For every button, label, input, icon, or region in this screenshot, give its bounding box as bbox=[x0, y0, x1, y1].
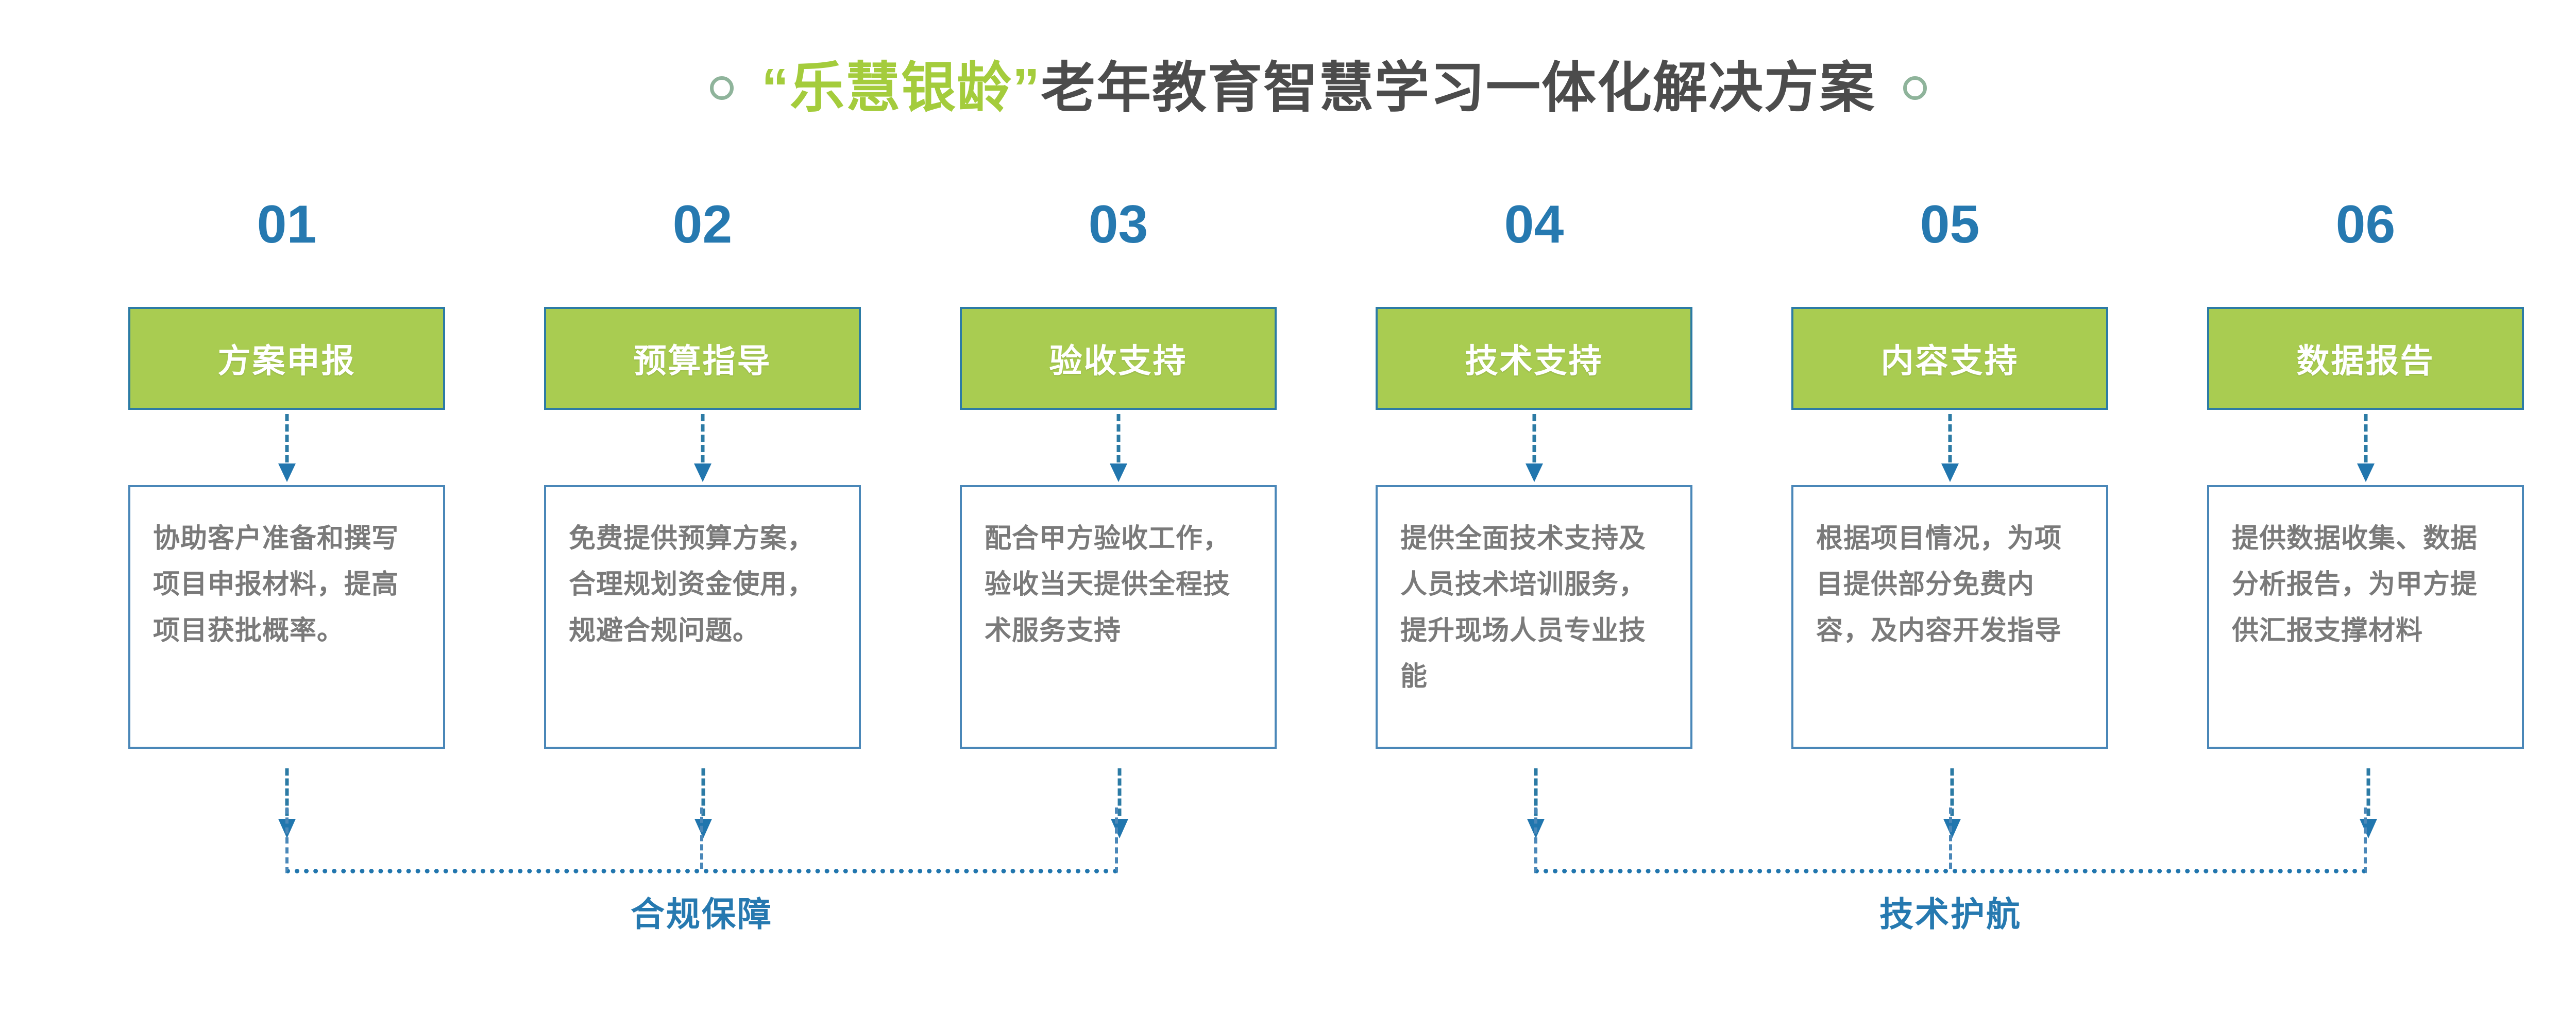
step-body-text: 提供全面技术支持及人员技术培训服务，提升现场人员专业技能 bbox=[1400, 524, 1647, 692]
process-step-05: 05 内容支持 根据项目情况，为项目提供部分免费内容，及内容开发指导 bbox=[1789, 196, 2111, 767]
down-arrow-icon bbox=[2357, 410, 2375, 485]
step-body-text: 提供数据收集、数据分析报告，为甲方提供汇报支撑材料 bbox=[2232, 524, 2478, 646]
step-number: 02 bbox=[672, 195, 733, 254]
page-title: “乐慧银龄”老年教育智慧学习一体化解决方案 bbox=[761, 58, 1875, 118]
process-step-04: 04 技术支持 提供全面技术支持及人员技术培训服务，提升现场人员专业技能 bbox=[1373, 196, 1695, 767]
group-label-technology: 技术护航 bbox=[1879, 895, 2022, 933]
bracket-middle-tick bbox=[700, 807, 703, 869]
step-header-label: 验收支持 bbox=[1049, 342, 1188, 380]
step-body-text: 协助客户准备和撰写项目申报材料，提高项目获批概率。 bbox=[153, 524, 399, 646]
step-body-box: 免费提供预算方案，合理规划资金使用，规避合规问题。 bbox=[544, 485, 861, 749]
process-step-02: 02 预算指导 免费提供预算方案，合理规划资金使用，规避合规问题。 bbox=[541, 196, 863, 767]
step-header-box[interactable]: 技术支持 bbox=[1376, 307, 1692, 410]
step-number: 01 bbox=[257, 195, 317, 254]
page-title-bar: “乐慧银龄”老年教育智慧学习一体化解决方案 bbox=[0, 49, 2576, 127]
down-arrow-icon-05 bbox=[1943, 768, 1961, 840]
step-header-box[interactable]: 预算指导 bbox=[544, 307, 861, 410]
down-arrow-icon bbox=[1109, 410, 1127, 485]
step-number: 03 bbox=[1088, 195, 1148, 254]
step-number: 04 bbox=[1504, 195, 1564, 254]
step-header-label: 内容支持 bbox=[1880, 342, 2019, 380]
down-arrow-icon bbox=[693, 410, 711, 485]
down-arrow-icon-03 bbox=[1111, 768, 1128, 840]
process-steps-grid: 01 方案申报 协助客户准备和撰写项目申报材料，提高项目获批概率。 02 预算指… bbox=[126, 196, 2527, 767]
step-body-box: 提供全面技术支持及人员技术培训服务，提升现场人员专业技能 bbox=[1376, 485, 1692, 749]
step-header-box[interactable]: 方案申报 bbox=[128, 307, 445, 410]
step-body-box: 协助客户准备和撰写项目申报材料，提高项目获批概率。 bbox=[128, 485, 445, 749]
bracket-middle-tick bbox=[1949, 807, 1952, 869]
step-body-box: 配合甲方验收工作，验收当天提供全程技术服务支持 bbox=[960, 485, 1277, 749]
process-step-06: 06 数据报告 提供数据收集、数据分析报告，为甲方提供汇报支撑材料 bbox=[2205, 196, 2527, 767]
step-header-label: 方案申报 bbox=[217, 342, 356, 380]
step-number: 05 bbox=[1920, 195, 1980, 254]
step-header-label: 数据报告 bbox=[2296, 342, 2435, 380]
down-arrow-icon-06 bbox=[2360, 768, 2377, 840]
step-body-box: 提供数据收集、数据分析报告，为甲方提供汇报支撑材料 bbox=[2207, 485, 2524, 749]
down-arrow-icon bbox=[1941, 410, 1959, 485]
page-title-rest: 老年教育智慧学习一体化解决方案 bbox=[1041, 57, 1875, 118]
step-header-label: 技术支持 bbox=[1465, 342, 1603, 380]
down-arrow-icon bbox=[1525, 410, 1543, 485]
process-step-01: 01 方案申报 协助客户准备和撰写项目申报材料，提高项目获批概率。 bbox=[126, 196, 448, 767]
group-bracket-right bbox=[1534, 807, 2367, 873]
step-header-label: 预算指导 bbox=[633, 342, 772, 380]
step-body-text: 免费提供预算方案，合理规划资金使用，规避合规问题。 bbox=[569, 524, 815, 646]
ring-circle-icon-left bbox=[710, 76, 734, 100]
process-step-03: 03 验收支持 配合甲方验收工作，验收当天提供全程技术服务支持 bbox=[957, 196, 1279, 767]
step-number: 06 bbox=[2335, 195, 2396, 254]
step-header-box[interactable]: 内容支持 bbox=[1791, 307, 2108, 410]
page-title-highlight: “乐慧银龄” bbox=[761, 57, 1041, 118]
step-body-box: 根据项目情况，为项目提供部分免费内容，及内容开发指导 bbox=[1791, 485, 2108, 749]
down-arrow-icon-02 bbox=[694, 768, 712, 840]
step-header-box[interactable]: 数据报告 bbox=[2207, 307, 2524, 410]
group-label-compliance: 合规保障 bbox=[631, 895, 773, 933]
ring-circle-icon-right bbox=[1903, 76, 1927, 100]
step-header-box[interactable]: 验收支持 bbox=[960, 307, 1277, 410]
step-body-text: 根据项目情况，为项目提供部分免费内容，及内容开发指导 bbox=[1816, 524, 2062, 646]
step-body-text: 配合甲方验收工作，验收当天提供全程技术服务支持 bbox=[985, 524, 1231, 646]
group-bracket-left bbox=[285, 807, 1118, 873]
down-arrow-icon bbox=[278, 410, 296, 485]
